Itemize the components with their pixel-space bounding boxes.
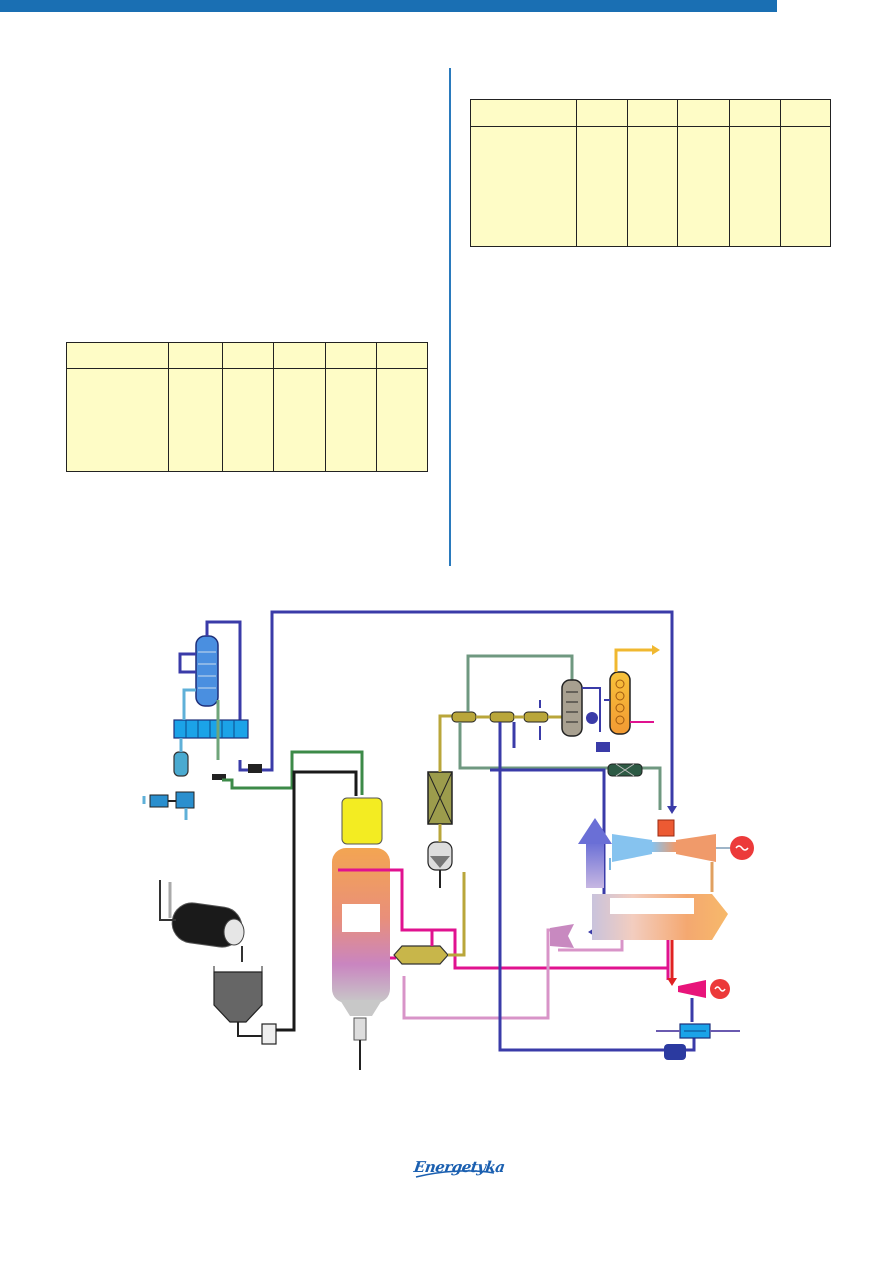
reactor-icon [427, 771, 453, 825]
table-header-cell [167, 342, 223, 369]
table-header-cell [273, 342, 326, 369]
table-header-cell [325, 342, 377, 369]
table-cell [376, 368, 428, 472]
table-header-cell [575, 99, 628, 127]
table-header-cell [780, 99, 831, 127]
diverter-icon [550, 924, 574, 948]
heat-exchanger-icon [173, 719, 249, 739]
table-left [66, 342, 428, 472]
table-header-cell [470, 99, 577, 127]
table-cell [471, 127, 577, 247]
column-divider [449, 68, 451, 566]
table-cell [780, 126, 831, 247]
pump-icon [596, 742, 610, 752]
table-header-cell [221, 342, 274, 369]
table-cell [729, 126, 781, 247]
logo-wordmark: Energetyka [412, 1158, 506, 1176]
table-cell [626, 126, 678, 247]
table-cell [273, 368, 326, 472]
distillation-column-icon [561, 679, 583, 737]
table-cell [575, 126, 628, 247]
table-header-cell [376, 342, 428, 369]
table-right [470, 99, 831, 247]
generator-icon [710, 979, 730, 999]
compressor-icon [149, 791, 195, 809]
gas-turbine-icon [612, 819, 716, 862]
table-header-row [66, 342, 428, 369]
process-flow-diagram [142, 610, 754, 1070]
gasifier-icon [332, 797, 390, 1070]
heat-recovery-boiler-icon [592, 894, 728, 940]
steam-turbine-icon [678, 980, 706, 998]
table-header-cell [626, 99, 678, 127]
table-header-cell [677, 99, 730, 127]
table-cell [67, 369, 169, 472]
table-header-row [470, 99, 831, 127]
valve-icon [607, 763, 643, 777]
table-cell [677, 126, 730, 247]
table-cell [167, 368, 223, 472]
hopper-icon [213, 966, 263, 1023]
table-header-cell [66, 342, 169, 369]
heat-exchanger-icon [679, 1023, 711, 1039]
coal-mill-icon [171, 902, 245, 948]
pump-icon [261, 1023, 277, 1045]
distillation-column-icon [609, 671, 631, 735]
reactor-icon [173, 751, 189, 777]
pump-icon [664, 1044, 686, 1060]
top-accent-bar [0, 0, 777, 12]
generator-icon [730, 836, 754, 860]
table-cell [221, 368, 274, 472]
energetyka-logo: Energetyka [410, 1155, 506, 1181]
table-header-cell [729, 99, 781, 127]
logo-swoosh-icon [415, 1170, 495, 1178]
stack-icon [578, 818, 612, 888]
table-row [471, 126, 831, 247]
table-row [67, 368, 428, 472]
table-cell [325, 368, 377, 472]
distillation-column-icon [195, 635, 219, 707]
heat-exchanger-icon [393, 945, 449, 965]
heat-exchanger-icon [451, 711, 549, 723]
cyclone-icon [427, 841, 453, 888]
